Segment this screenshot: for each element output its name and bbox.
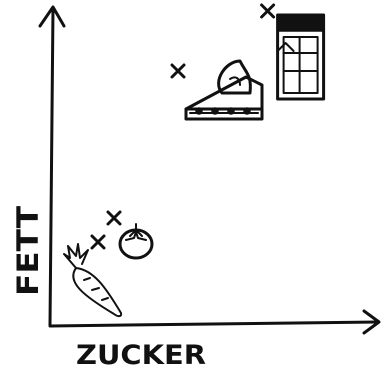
data-point (63, 234, 123, 318)
x-axis (48, 320, 380, 328)
y-axis-label: FETT (11, 206, 45, 296)
y-axis (48, 6, 55, 327)
x-axis-arrow (362, 309, 381, 335)
point-marker (106, 210, 122, 226)
data-point (106, 210, 154, 260)
data-point (260, 3, 326, 101)
point-marker (260, 3, 276, 19)
data-points (63, 3, 326, 318)
cake-icon (184, 59, 264, 121)
y-axis-arrow (38, 5, 66, 28)
point-marker (170, 63, 186, 79)
data-point (170, 59, 264, 121)
tomato-icon (118, 222, 154, 260)
chocolate-bar-icon (276, 13, 326, 101)
point-marker (90, 234, 106, 250)
carrot-icon (63, 243, 123, 318)
x-axis-label: ZUCKER (76, 340, 206, 371)
